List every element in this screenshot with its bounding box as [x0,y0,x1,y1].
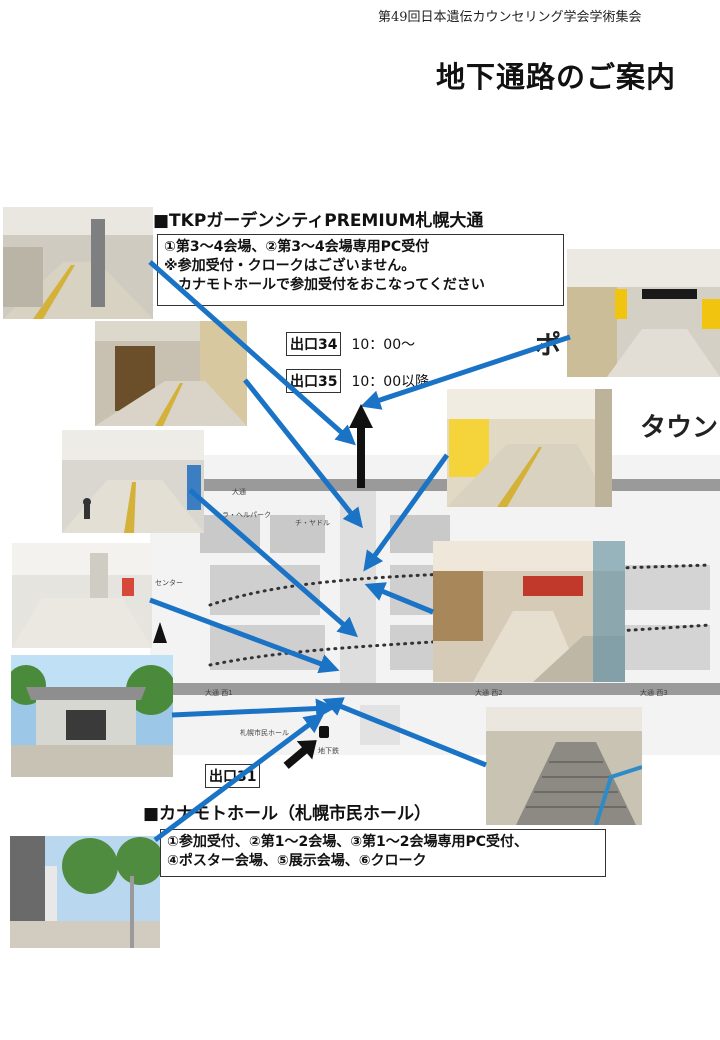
map-label-park: ラ・ヘルパーク [222,511,271,519]
photo-concourse [62,430,204,533]
exit-34-time: 10：00～ [351,337,416,353]
photo-pole-town [433,541,625,682]
map-label-hall: 札幌市民ホール [240,729,289,737]
exit-35-label: 出口35 [286,369,342,393]
kanamoto-line-2: ④ポスター会場、⑤展示会場、⑥クローク [167,853,427,869]
conference-title: 第49回日本遺伝カウンセリング学会学術集会 [378,10,642,25]
street-bottom [150,683,720,695]
photo-corridor-exit-35 [447,389,612,507]
kanamoto-line-1: ①参加受付、②第1～2会場、③第1～2会場専用PC受付、 [167,834,529,850]
background-text-po: ポ [535,331,562,361]
map-label-nishi2: 大通 西2 [475,689,503,697]
tkp-line-2: ※参加受付・クロークはございません。 [164,258,416,274]
photo-street [10,836,160,948]
exit-34-row: 出口34 10：00～ [286,332,415,356]
exit-35-time: 10：00以降 [351,374,430,390]
exit-31-label: 出口31 [205,764,261,788]
kanamoto-heading: ■カナモトホール（札幌市民ホール） [143,804,432,824]
photo-corridor-1 [3,207,153,319]
page-title: 地下通路のご案内 [436,60,677,94]
map-label-nishi1: 大通 西1 [205,689,233,697]
map-label-center: センター [155,579,183,587]
map-label-odori: 大通 [232,488,246,496]
exit-35-row: 出口35 10：00以降 [286,369,429,393]
photo-exit-34 [567,249,720,377]
background-text-town: タウン [640,413,719,443]
tkp-heading: ■TKPガーデンシティPREMIUM札幌大通 [153,211,484,231]
exit-34-label: 出口34 [286,332,342,356]
photo-corridor-2 [95,321,247,426]
photo-stairs-31 [486,707,642,825]
kanamoto-info-box: ①参加受付、②第1～2会場、③第1～2会場専用PC受付、 ④ポスター会場、⑤展示… [160,829,606,877]
main-corridor [340,491,376,683]
map-label-2: チ・ヤドル [295,519,330,527]
tkp-info-box: ①第3～4会場、②第3～4会場専用PC受付 ※参加受付・クロークはございません。… [157,234,564,306]
photo-entrance-31 [11,655,173,777]
exit-31-row: 出口31 [205,764,261,788]
tkp-line-1: ①第3～4会場、②第3～4会場専用PC受付 [164,239,430,255]
map-label-subway: 地下鉄 [318,747,339,755]
photo-hall [12,543,152,648]
tkp-line-3: カナモトホールで参加受付をおこなってください [164,277,485,293]
map-label-nishi3: 大通 西3 [640,689,668,697]
